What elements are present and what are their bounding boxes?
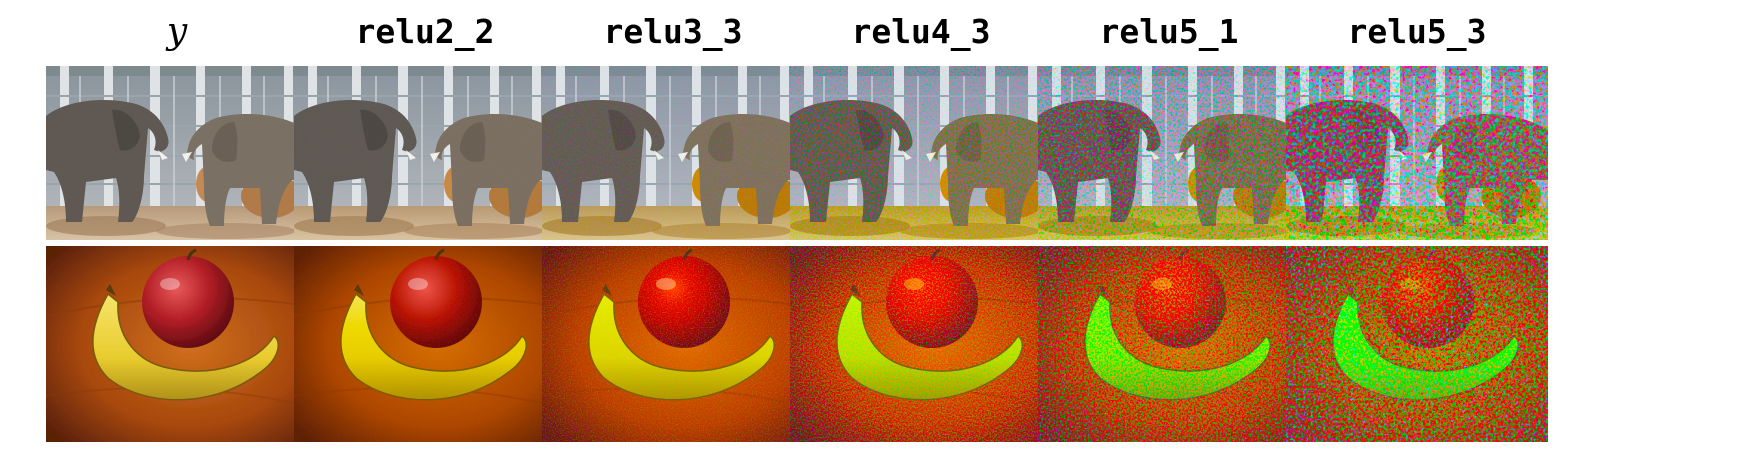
elephants-image-relu5-1	[1038, 66, 1300, 240]
fruit-image-relu3-3	[542, 246, 804, 442]
fruit-image-relu5-3	[1286, 246, 1548, 442]
column-label-relu2-2: relu2_2	[355, 12, 495, 51]
column-label-relu5-1: relu5_1	[1099, 12, 1239, 51]
elephants-image-relu3-3	[542, 66, 804, 240]
fruit-image-relu2-2	[294, 246, 556, 442]
elephants-image-relu2-2	[294, 66, 556, 240]
fruit-image-y	[46, 246, 308, 442]
elephants-image-relu4-3	[790, 66, 1052, 240]
fruit-image-relu5-1	[1038, 246, 1300, 442]
column-label-relu3-3: relu3_3	[603, 12, 743, 51]
elephants-image-relu5-3	[1286, 66, 1548, 240]
column-label-relu5-3: relu5_3	[1347, 12, 1487, 51]
column-label-relu4-3: relu4_3	[851, 12, 991, 51]
fruit-image-relu4-3	[790, 246, 1052, 442]
elephants-image-y	[46, 66, 308, 240]
column-label-y: y	[166, 11, 188, 52]
